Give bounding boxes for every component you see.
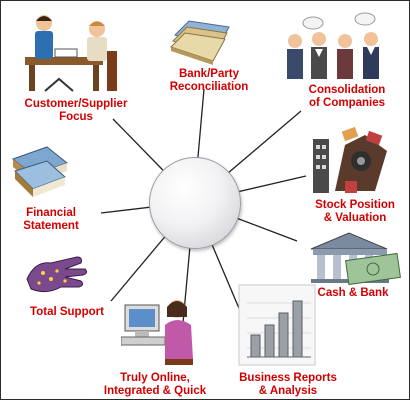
label-stock-position-valuation: Stock Position& Valuation (315, 199, 395, 224)
computer-user-icon (121, 300, 193, 365)
meeting-icon (25, 15, 117, 92)
group-people-icon (287, 12, 379, 79)
center-hub-sphere (149, 157, 241, 249)
label-business-reports-analysis: Business Reports& Analysis (239, 372, 337, 397)
label-total-support: Total Support (30, 306, 104, 318)
bank-building-icon (310, 232, 401, 285)
factory-icon (313, 126, 387, 193)
bar-chart-icon (238, 284, 316, 366)
books-icon (11, 146, 69, 197)
folders-icon (170, 20, 230, 65)
label-truly-online-integrated-quick: Truly Online,Integrated & Quick (103, 372, 207, 397)
label-cash-and-bank: Cash & Bank (317, 287, 389, 299)
hand-icon (26, 256, 88, 293)
